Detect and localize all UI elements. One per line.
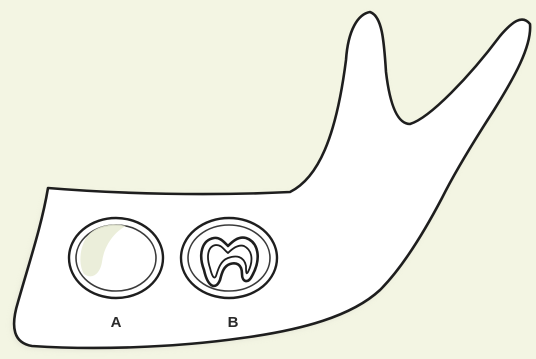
label-b: B	[228, 314, 239, 331]
cross-section-a	[69, 218, 163, 298]
mandible-outline	[14, 12, 530, 348]
cross-section-b	[181, 218, 277, 298]
label-a: A	[111, 314, 122, 331]
